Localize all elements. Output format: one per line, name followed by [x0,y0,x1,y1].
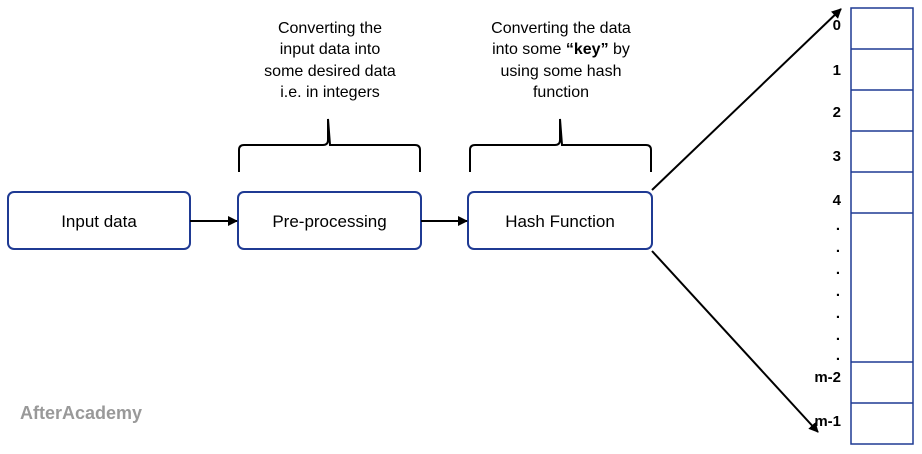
slot-index-1: 1 [833,62,841,79]
preprocessing-note-line-3: some desired data [264,63,396,80]
arrow-hash-to-slot-m-1 [651,250,819,433]
preprocessing-node: Pre-processing [237,191,422,250]
preprocessing-note-line-2: input data into [280,41,381,58]
input-data-label: Input data [61,212,137,231]
slot-index-4: 4 [833,192,842,209]
slot-indices: 0 1 2 3 4 m-2 m-1 [814,17,841,430]
slot-ellipsis: . . . . . . . [836,217,840,364]
hash-note-line-2: into some “key” by [492,41,630,58]
ellipsis-dot: . [836,347,840,364]
input-data-node: Input data [7,191,191,250]
preprocessing-note: Converting the input data into some desi… [264,20,396,101]
ellipsis-dot: . [836,283,840,300]
ellipsis-dot: . [836,327,840,344]
preprocessing-note-line-4: i.e. in integers [280,84,380,101]
ellipsis-dot: . [836,239,840,256]
hash-note: Converting the data into some “key” by u… [491,20,631,101]
arrow-hash-to-slot-0 [651,8,842,191]
slot-index-m-1: m-1 [814,413,841,430]
hash-note-line-4: function [533,84,589,101]
hash-function-label: Hash Function [505,212,615,231]
hash-note-line-2-before: into some [492,41,566,58]
hash-note-key: “key” [566,41,609,58]
ellipsis-dot: . [836,217,840,234]
hash-function-node: Hash Function [467,191,653,250]
hash-table-outline [850,7,914,445]
hash-table [850,7,914,445]
slot-index-3: 3 [833,148,841,165]
hash-brace [469,118,652,172]
ellipsis-dot: . [836,261,840,278]
preprocessing-brace [238,118,421,172]
hash-note-line-1: Converting the data [491,20,631,37]
slot-index-2: 2 [833,104,841,121]
preprocessing-note-line-1: Converting the [278,20,382,37]
hash-note-line-2-after: by [609,41,630,58]
preprocessing-label: Pre-processing [272,212,386,231]
slot-index-m-2: m-2 [814,369,841,386]
hash-note-line-3: using some hash [501,63,622,80]
ellipsis-dot: . [836,305,840,322]
slot-index-0: 0 [833,17,841,34]
brand-wordmark: AfterAcademy [20,403,142,423]
